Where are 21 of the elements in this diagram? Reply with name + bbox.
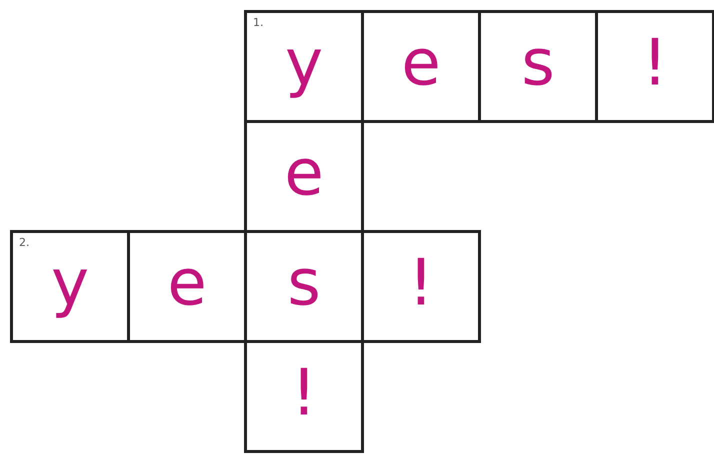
crossword-square (478, 10, 598, 123)
clue-number: 1. (253, 17, 264, 29)
letter: y (285, 28, 323, 98)
letter: ! (291, 358, 317, 428)
letter: ! (642, 28, 668, 98)
letter: ! (408, 248, 434, 318)
crossword-square (595, 10, 714, 123)
clue-number: 2. (19, 237, 30, 249)
crossword-square (361, 230, 481, 343)
letter: e (167, 248, 207, 318)
letter: s (287, 248, 321, 318)
crossword-square (244, 120, 364, 233)
letter: e (401, 28, 441, 98)
crossword-square (361, 10, 481, 123)
letter: y (51, 248, 89, 318)
crossword-square (127, 230, 247, 343)
crossword-square (244, 340, 364, 453)
letter: s (521, 28, 555, 98)
letter: e (284, 138, 324, 208)
crossword-square (10, 230, 130, 343)
crossword-square (244, 10, 364, 123)
